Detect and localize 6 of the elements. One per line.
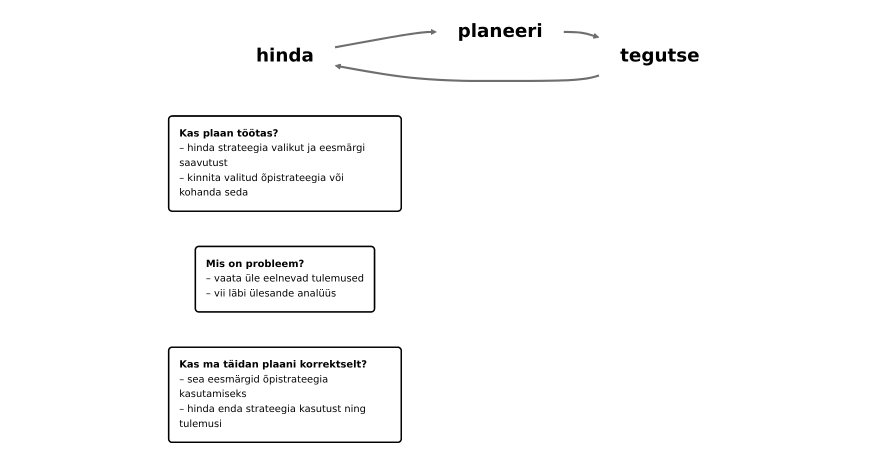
- node-text: hinda: [256, 46, 314, 67]
- node-text: tegutse: [620, 46, 700, 67]
- arrow: [564, 30, 600, 39]
- arrow: [334, 28, 437, 48]
- node-text: planeeri: [457, 21, 542, 42]
- arrow: [334, 64, 600, 82]
